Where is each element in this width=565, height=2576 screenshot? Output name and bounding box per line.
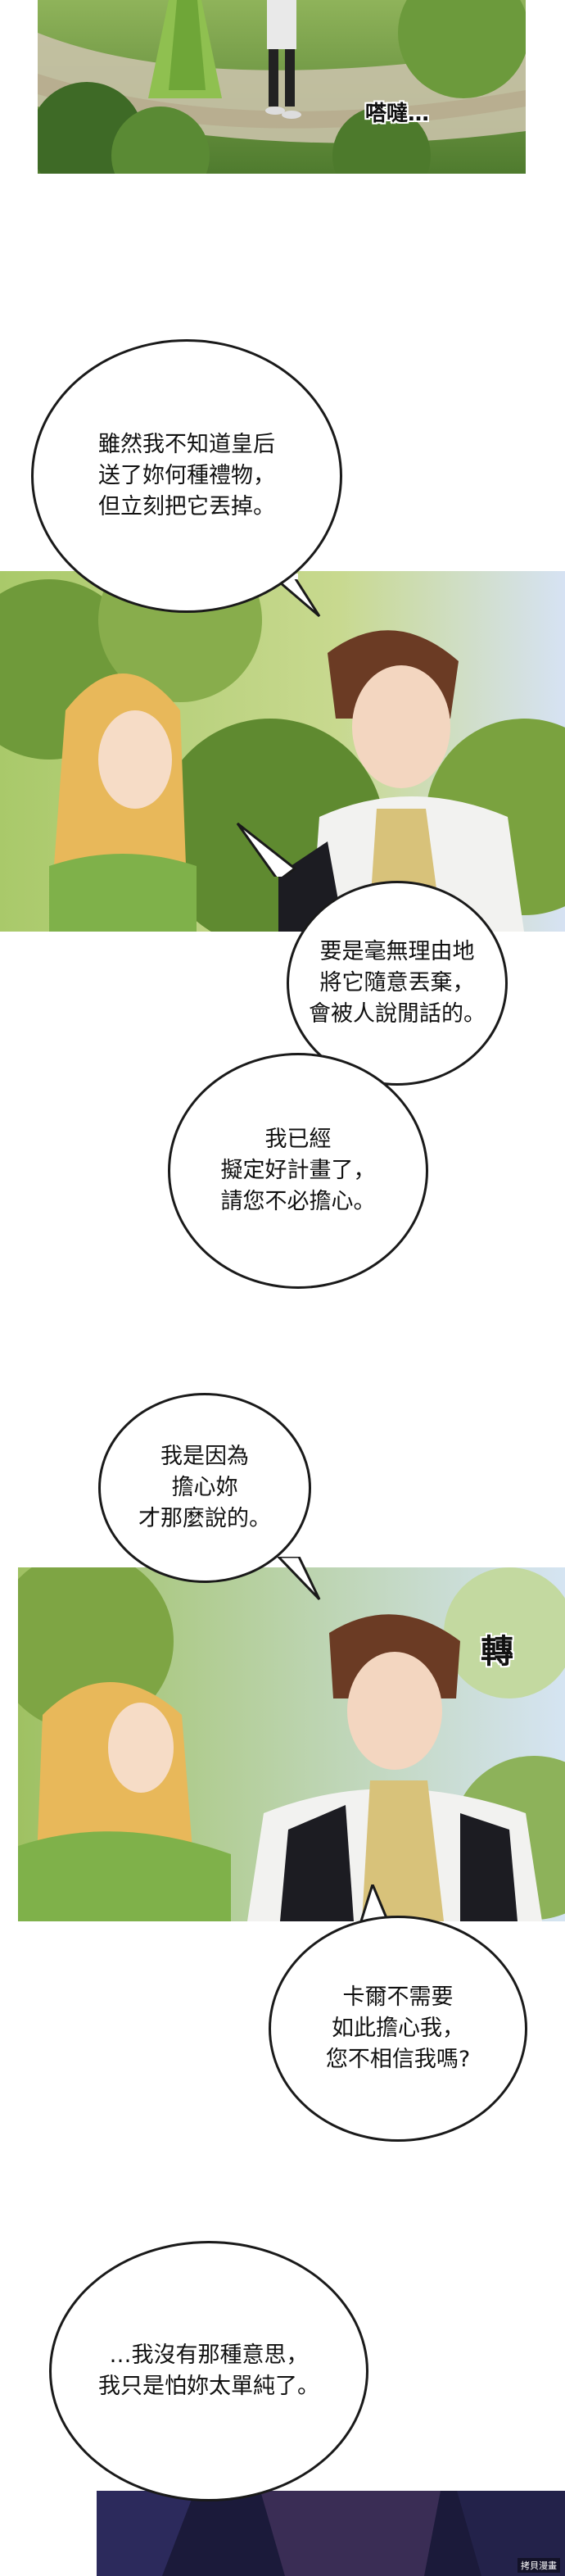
dark-closeup-illustration	[97, 2491, 565, 2576]
speech-bubble-3-text: 我已經 擬定好計畫了， 請您不必擔心。	[220, 1127, 376, 1214]
park-walk-illustration	[38, 0, 526, 174]
sfx-turn: 轉	[481, 1633, 513, 1671]
speech-bubble-2-text: 要是毫無理由地 將它隨意丟棄， 會被人說閒話的。	[309, 939, 486, 1027]
panel-garden-conversation-1	[0, 571, 565, 932]
speech-bubble-6-text: …我沒有那種意思， 我只是怕妳太單純了。	[98, 2342, 319, 2399]
speech-bubble-1-text: 雖然我不知道皇后 送了妳何種禮物， 但立刻把它丟掉。	[98, 432, 275, 519]
speech-bubble-4: 我是因為 擔心妳 才那麼說的。	[98, 1393, 311, 1583]
sfx-footsteps: 嗒噠…	[365, 102, 430, 126]
garden-conversation-1-illustration	[0, 571, 565, 932]
speech-bubble-6: …我沒有那種意思， 我只是怕妳太單純了。	[49, 2241, 368, 2501]
speech-bubble-2-tail	[236, 822, 297, 877]
panel-dark-closeup: 拷貝漫畫	[97, 2491, 565, 2576]
garden-conversation-2-illustration	[18, 1567, 565, 1921]
speech-bubble-5-text: 卡爾不需要 如此擔心我， 您不相信我嗎?	[325, 1984, 471, 2072]
watermark-label: 拷貝漫畫	[518, 2558, 560, 2573]
speech-bubble-3: 我已經 擬定好計畫了， 請您不必擔心。	[168, 1053, 428, 1289]
speech-bubble-1: 雖然我不知道皇后 送了妳何種禮物， 但立刻把它丟掉。	[31, 339, 342, 613]
panel-park-walk: 嗒噠…	[38, 0, 526, 174]
speech-bubble-2: 要是毫無理由地 將它隨意丟棄， 會被人說閒話的。	[287, 881, 508, 1086]
speech-bubble-4-text: 我是因為 擔心妳 才那麼說的。	[138, 1444, 271, 1531]
panel-garden-conversation-2: 轉	[18, 1567, 565, 1921]
speech-bubble-4-tail	[276, 1557, 321, 1601]
speech-bubble-5: 卡爾不需要 如此擔心我， 您不相信我嗎?	[269, 1916, 527, 2142]
